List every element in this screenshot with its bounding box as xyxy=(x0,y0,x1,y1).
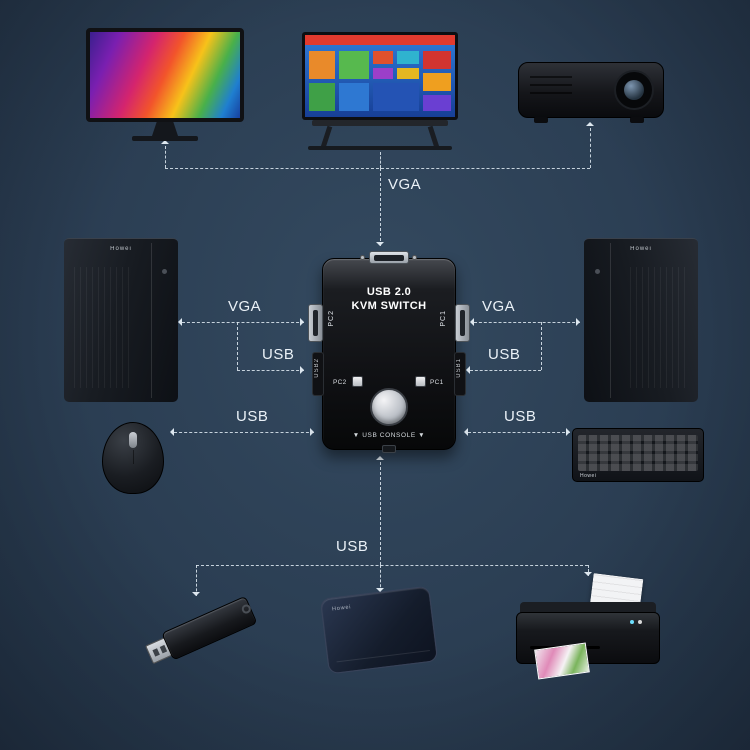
usb-left-low-line xyxy=(174,432,314,433)
hdd-stub-line xyxy=(380,565,381,592)
top-bus-line xyxy=(165,168,590,169)
bottom-bus-line xyxy=(196,565,588,566)
tv-icon xyxy=(302,32,458,152)
power-button-icon xyxy=(162,269,167,274)
monitor-cable-line xyxy=(165,146,166,168)
hard-drive-icon: Howei xyxy=(319,585,439,675)
select-button-pc2 xyxy=(352,376,363,387)
kvm-title-line2: KVM SWITCH xyxy=(351,300,427,312)
usb-left-bracket-line xyxy=(237,322,238,370)
usb-bottom-drop-line xyxy=(380,462,381,565)
keyboard-brand: Howei xyxy=(580,473,597,479)
mouse-icon xyxy=(102,422,166,496)
tv-cable-line xyxy=(380,152,381,168)
usb-right-bracket-line xyxy=(541,322,542,370)
tower-left-brand: Howei xyxy=(110,246,132,252)
usb-right-mid-label: USB xyxy=(488,346,521,363)
usb-right-low-line xyxy=(468,432,570,433)
keyboard-keys xyxy=(578,435,698,471)
tv-screen xyxy=(302,32,458,120)
usb-left-mid-line xyxy=(237,370,304,371)
switch-button xyxy=(370,388,408,426)
usb-flash-drive-icon xyxy=(136,594,268,674)
usb-drive-stub-line xyxy=(196,565,197,596)
usb-console-port xyxy=(382,445,396,453)
vga-port-pc1 xyxy=(455,304,470,342)
projector-icon xyxy=(518,62,664,126)
hdd-brand: Howei xyxy=(331,604,352,613)
pc-tower-right-icon: Howei xyxy=(584,238,698,402)
printer-button xyxy=(638,620,642,624)
select-button-pc1 xyxy=(415,376,426,387)
vga-left-label: VGA xyxy=(228,298,262,315)
usb-right-mid-line xyxy=(470,370,541,371)
usb-left-low-label: USB xyxy=(236,408,269,425)
printed-photo xyxy=(534,642,590,680)
pc-tower-left-icon: Howei xyxy=(64,238,178,402)
kvm-switch-icon: USB 2.0 KVM SWITCH PC2 PC1 USB2 USB1 PC2… xyxy=(306,248,472,460)
monitor-screen xyxy=(86,28,244,122)
mouse-scroll-wheel xyxy=(129,432,137,448)
monitor-icon xyxy=(86,28,244,144)
usb-left-mid-label: USB xyxy=(262,346,295,363)
usb-console-label: ▼ USB CONSOLE ▼ xyxy=(352,432,426,439)
usb-bottom-label: USB xyxy=(336,538,369,555)
printer-stub-line xyxy=(588,565,589,576)
printer-icon xyxy=(512,560,664,680)
projector-cable-line xyxy=(590,128,591,168)
select-button-pc1-label: PC1 xyxy=(430,379,444,386)
keyboard-icon: Howei xyxy=(572,428,704,482)
vga-top-label: VGA xyxy=(388,176,422,193)
port-label-pc2: PC2 xyxy=(328,310,335,327)
projector-lens xyxy=(614,70,654,110)
vga-top-drop-line xyxy=(380,168,381,246)
tower-right-brand: Howei xyxy=(630,246,652,252)
vga-left-line xyxy=(182,322,304,323)
select-button-pc2-label: PC2 xyxy=(333,379,347,386)
vga-right-line xyxy=(474,322,580,323)
kvm-title-line1: USB 2.0 xyxy=(366,286,412,298)
usb-right-low-label: USB xyxy=(504,408,537,425)
vga-right-label: VGA xyxy=(482,298,516,315)
vga-port-pc2 xyxy=(308,304,323,342)
usb-port-usb2: USB2 xyxy=(312,352,324,396)
usb-port-usb1: USB1 xyxy=(454,352,466,396)
vga-console-port xyxy=(369,251,409,264)
printer-led xyxy=(630,620,634,624)
port-label-pc1: PC1 xyxy=(440,310,447,327)
